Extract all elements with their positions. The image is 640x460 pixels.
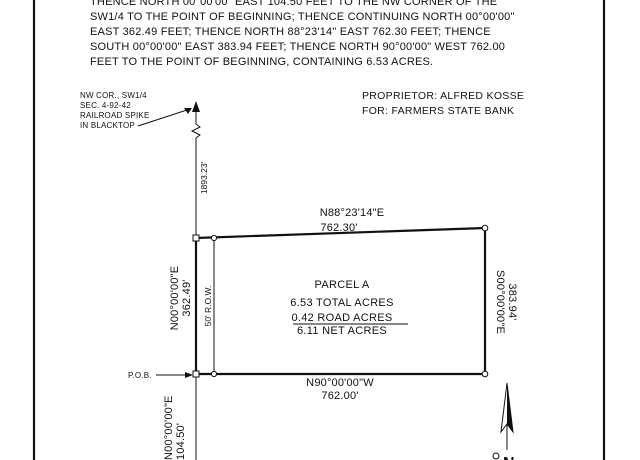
proprietor-bank: FOR: FARMERS STATE BANK <box>362 105 514 117</box>
road-acres: 0.42 ROAD ACRES <box>291 312 392 324</box>
reference-line-2: SEC. 4-92-42 <box>80 101 131 110</box>
south-bearing-label: N90°00'00"W <box>306 377 374 389</box>
proprietor-block: PROPRIETOR: ALFRED KOSSE FOR: FARMERS ST… <box>362 90 524 117</box>
right-of-way: 50' R.O.W. <box>203 238 215 374</box>
break-symbol-icon <box>190 123 201 139</box>
reference-leader-arrowhead <box>184 108 192 114</box>
reference-leader-line <box>137 108 191 127</box>
legal-line-4: SOUTH 00°00'00" EAST 383.94 FEET; THENCE… <box>90 41 505 53</box>
total-acres: 6.53 TOTAL ACRES <box>290 297 393 309</box>
north-distance-label: 762.30' <box>320 222 357 234</box>
north-arrow-fill-icon <box>507 383 513 432</box>
north-arrow-letter: N <box>503 455 515 460</box>
south-distance-label: 762.00' <box>321 390 358 402</box>
row-label: 50' R.O.W. <box>203 286 213 327</box>
section-corner-triangle-icon <box>192 101 200 112</box>
west-bearing-label: N00°00'00"E <box>169 266 181 331</box>
west-distance-label: 362.49' <box>181 279 193 316</box>
parcel-tabulation: PARCEL A 6.53 TOTAL ACRES 0.42 ROAD ACRE… <box>290 279 408 337</box>
reference-line-3: RAILROAD SPIKE <box>80 111 150 120</box>
net-acres: 6.11 NET ACRES <box>297 325 387 337</box>
pob-corner-marker-icon <box>192 370 200 378</box>
north-arrow-pin-icon <box>492 452 500 460</box>
proprietor-name: PROPRIETOR: ALFRED KOSSE <box>362 90 524 102</box>
boundary-north <box>195 226 486 240</box>
legal-line-1: THENCE NORTH 00°00'00" EAST 104.50 FEET … <box>90 0 497 8</box>
lower-distance-label: 104.50' <box>175 423 187 460</box>
legal-line-2: SW1/4 TO THE POINT OF BEGINNING; THENCE … <box>90 11 515 23</box>
boundary-labels: N88°23'14"E 762.30' N90°00'00"W 762.00' … <box>163 207 518 460</box>
point-of-beginning: P.O.B. <box>128 371 193 380</box>
row-north-pin-icon <box>210 234 218 242</box>
ne-corner-pin-icon <box>481 224 489 232</box>
pob-arrowhead-icon <box>185 372 193 378</box>
row-south-pin-icon <box>210 370 218 378</box>
parcel-name: PARCEL A <box>315 279 370 291</box>
east-bearing-label: S00°00'00"E <box>494 270 506 334</box>
pob-label: P.O.B. <box>128 371 152 380</box>
lower-bearing-label: N00°00'00"E <box>163 395 175 460</box>
north-arrow: N <box>492 382 515 460</box>
se-corner-pin-icon <box>481 370 489 378</box>
parcel-boundary <box>192 224 489 378</box>
reference-corner-note: NW COR., SW1/4 SEC. 4-92-42 RAILROAD SPI… <box>80 91 192 130</box>
reference-line-1: NW COR., SW1/4 <box>80 91 147 100</box>
legal-line-3: EAST 362.49 FEET; THENCE NORTH 88°23'14"… <box>90 26 491 38</box>
legal-description: THENCE NORTH 00°00'00" EAST 104.50 FEET … <box>90 0 515 68</box>
north-bearing-label: N88°23'14"E <box>320 207 385 219</box>
reference-line-4: IN BLACKTOP <box>80 121 135 130</box>
nw-corner-marker-icon <box>192 234 200 242</box>
legal-line-5: FEET TO THE POINT OF BEGINNING, CONTAINI… <box>90 56 433 68</box>
tie-distance-label: 1893.23' <box>199 161 209 194</box>
east-distance-label: 383.94' <box>506 283 518 320</box>
section-line: 1893.23' <box>190 101 209 460</box>
